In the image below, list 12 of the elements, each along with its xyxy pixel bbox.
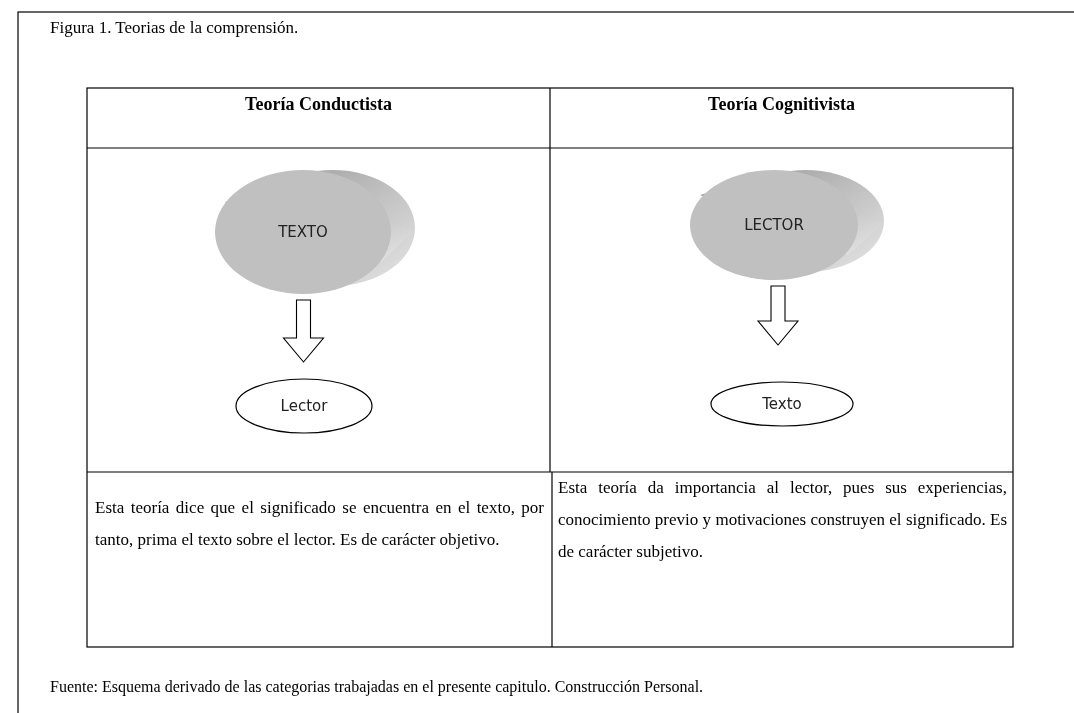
cell-paragraph: Esta teoría dice que el significado se encuentra en el texto, por tanto, prima el texto sobre el lector. Es de carácter objetivo. — [95, 497, 544, 551]
figure-title: Figura 1. Teorias de la comprensión. — [50, 18, 299, 38]
block-arrow — [756, 285, 800, 346]
node-label: LECTOR — [744, 216, 804, 234]
column-header: Teoría Cognitivista — [707, 94, 856, 115]
node-label: Texto — [762, 395, 802, 413]
block-arrow — [282, 299, 325, 363]
column-header: Teoría Conductista — [244, 94, 393, 115]
node-label: Lector — [280, 397, 328, 415]
figure-caption: Fuente: Esquema derivado de las categorias trabajadas en el presente capitulo. Construcción Personal. — [50, 678, 704, 696]
node-label: TEXTO — [278, 223, 328, 241]
cell-paragraph: Esta teoría da importancia al lector, pues sus experiencias, conocimiento previo y motivaciones construyen el significado. Es de carácter subjetivo. — [558, 477, 1007, 563]
